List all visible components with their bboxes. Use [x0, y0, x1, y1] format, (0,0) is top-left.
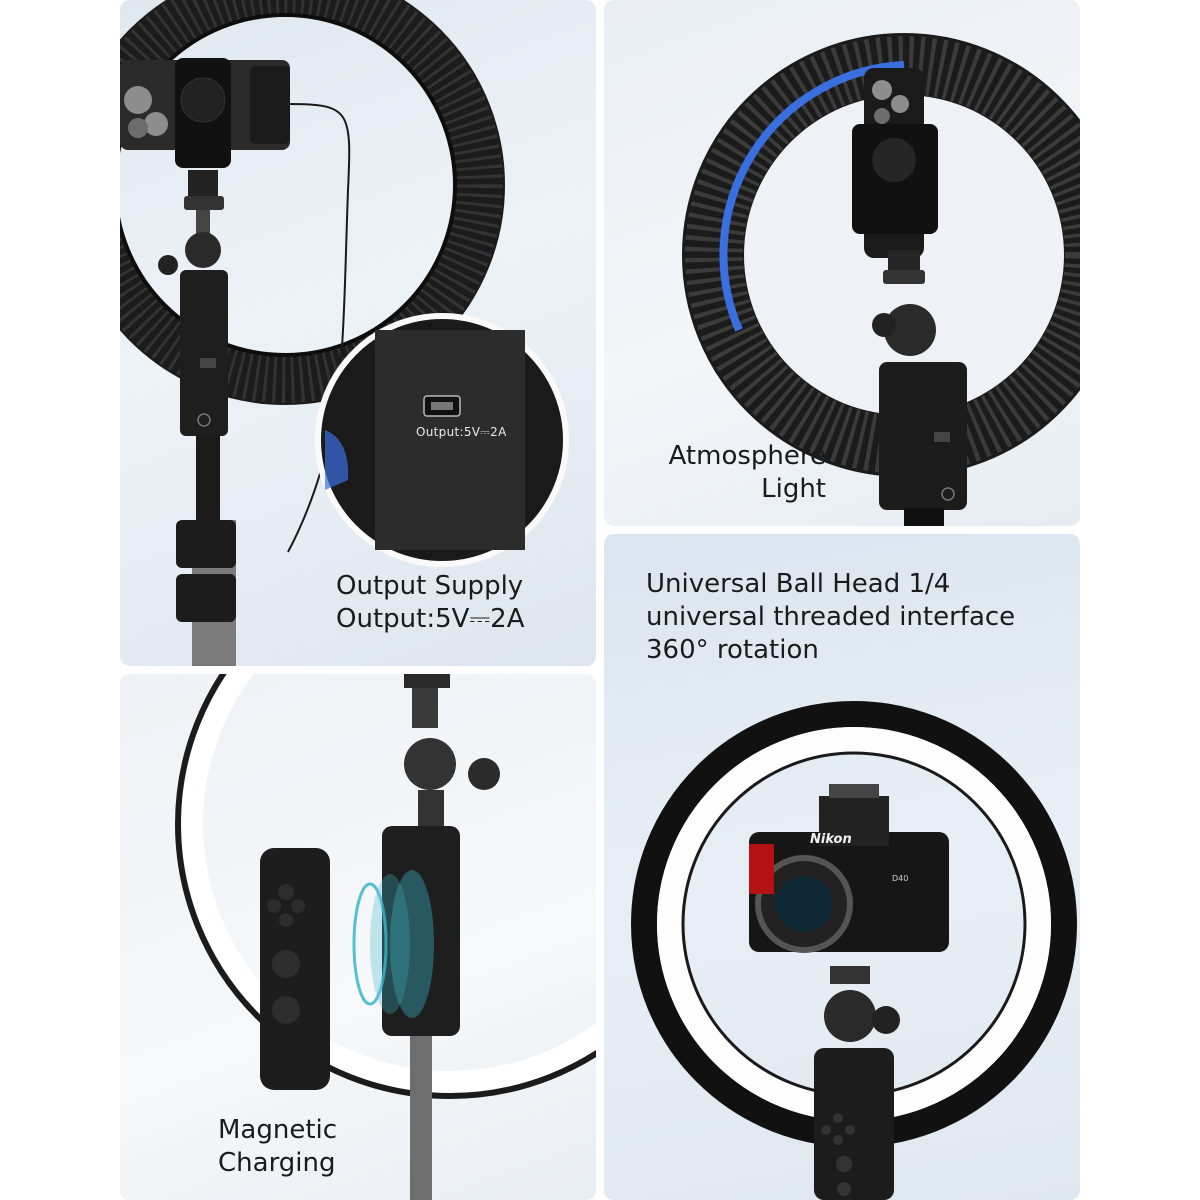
power-icon — [272, 950, 300, 978]
atmosphere-illustration — [682, 33, 1080, 526]
magnetic-field-icon — [352, 870, 434, 1018]
camera-shutter-icon — [272, 996, 300, 1024]
magnetic-charging-panel: Magnetic Charging — [120, 674, 596, 1200]
camera-icon — [749, 784, 949, 953]
ball-head-icon — [404, 738, 500, 830]
phone-clamp-icon — [120, 58, 290, 168]
port-label: Output:5V⎓2A — [416, 425, 507, 439]
output-caption-line1: Output Supply — [336, 571, 524, 601]
atmosphere-caption-line2: Light — [761, 474, 826, 504]
phone-clamp-icon — [852, 68, 938, 258]
remote-control-icon — [814, 1048, 894, 1200]
magnetic-illustration — [175, 674, 596, 1200]
camera-model: D40 — [892, 874, 909, 883]
ring-light-icon — [175, 674, 596, 1099]
ball-head-icon — [872, 250, 936, 356]
atmosphere-light-panel: Atmosphere Light — [604, 0, 1080, 526]
ballhead-caption-line2: universal threaded interface — [646, 602, 1016, 632]
ball-head-illustration — [631, 701, 1077, 1200]
zoom-detail — [315, 313, 569, 567]
camera-shutter-icon — [837, 1182, 851, 1196]
ball-head-icon — [158, 170, 224, 275]
output-caption-line2: Output:5V⎓2A — [336, 604, 525, 634]
output-supply-panel: Output:5V⎓2A Output Supply Output:5V⎓2A — [120, 0, 596, 666]
ball-head-panel: Nikon D40 Universal Ball Head 1/4 univer… — [604, 534, 1080, 1200]
ring-light-illustration — [120, 0, 569, 666]
magnetic-caption-line1: Magnetic — [218, 1115, 338, 1145]
camera-brand: Nikon — [810, 832, 852, 847]
ball-head-icon — [824, 966, 900, 1042]
ballhead-caption-line3: 360° rotation — [646, 635, 819, 665]
ring-light-icon — [120, 0, 505, 405]
remote-control-icon — [260, 848, 330, 1090]
power-icon — [836, 1156, 852, 1172]
ballhead-caption-line1: Universal Ball Head 1/4 — [646, 569, 951, 599]
magnetic-caption-line2: Charging — [218, 1148, 336, 1178]
atmosphere-caption-line1: Atmosphere — [668, 441, 826, 471]
